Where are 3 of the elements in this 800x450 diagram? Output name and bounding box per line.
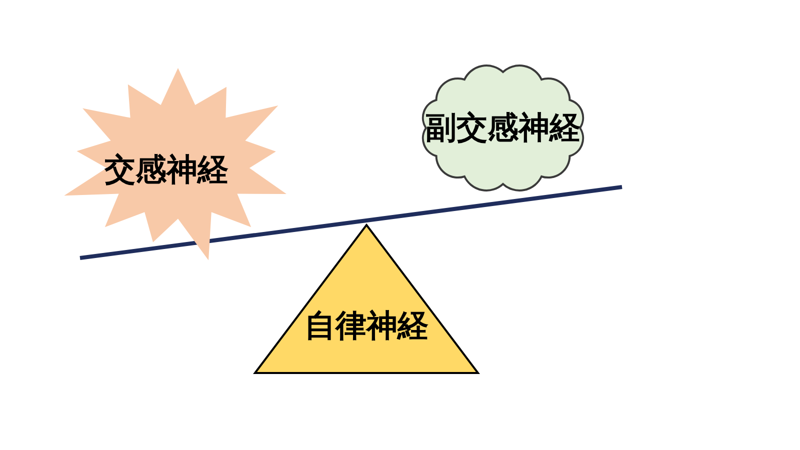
node-label: 交感神経	[104, 151, 228, 190]
node-label: 自律神経	[304, 306, 428, 346]
node-label: 副交感神経	[426, 109, 580, 148]
